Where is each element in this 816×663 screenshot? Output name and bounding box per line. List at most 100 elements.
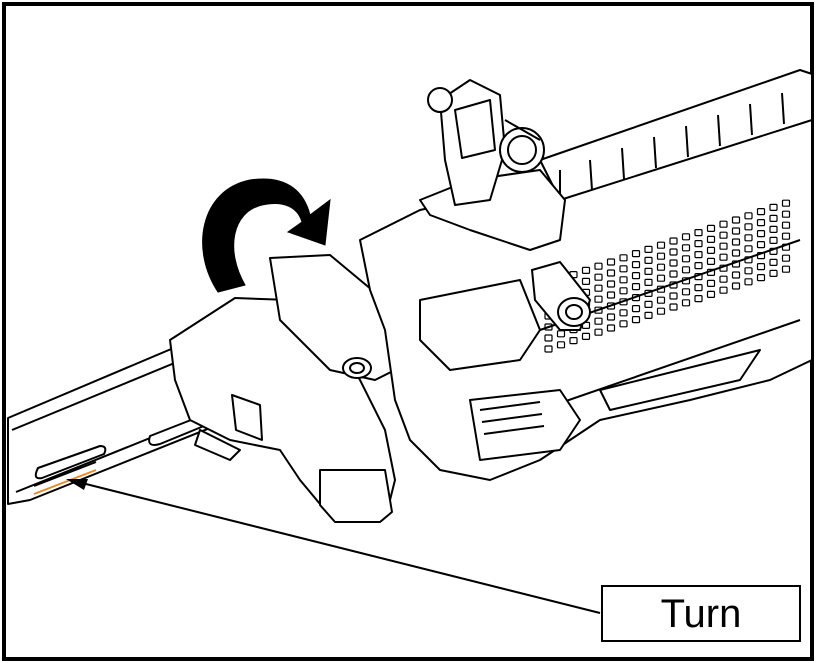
vent-hole bbox=[694, 284, 703, 292]
vent-hole bbox=[706, 246, 716, 254]
vent-hole bbox=[619, 276, 628, 284]
vent-hole bbox=[606, 313, 616, 321]
orange-mark bbox=[33, 469, 97, 495]
vent-hole bbox=[681, 277, 691, 285]
vent-hole bbox=[769, 247, 778, 255]
vent-hole bbox=[644, 300, 653, 308]
vent-hole bbox=[581, 266, 591, 274]
vent-hole bbox=[744, 234, 753, 242]
vent-hole bbox=[606, 324, 616, 332]
vent-hole bbox=[706, 290, 716, 298]
vent-hole bbox=[719, 275, 728, 283]
vent-hole bbox=[756, 219, 766, 227]
vent-hole bbox=[744, 212, 753, 220]
vent-hole bbox=[731, 260, 741, 268]
vent-hole bbox=[769, 269, 778, 277]
vent-hole bbox=[681, 288, 691, 296]
vent-hole bbox=[781, 254, 791, 262]
vent-hole bbox=[719, 264, 728, 272]
vent-hole bbox=[606, 280, 616, 288]
vent-hole bbox=[706, 279, 716, 287]
vent-hole bbox=[631, 272, 641, 280]
side-knob bbox=[530, 260, 592, 331]
vent-hole bbox=[606, 258, 616, 266]
vent-hole bbox=[756, 241, 766, 249]
vent-hole bbox=[594, 295, 603, 303]
vent-hole bbox=[619, 287, 628, 295]
vent-hole bbox=[719, 286, 728, 294]
vent-hole bbox=[681, 233, 691, 241]
vent-hole bbox=[694, 262, 703, 270]
vent-hole bbox=[656, 241, 666, 249]
vent-hole bbox=[744, 278, 753, 286]
vent-hole bbox=[669, 303, 678, 311]
vent-hole bbox=[706, 224, 716, 232]
vent-hole bbox=[694, 229, 703, 237]
hinge-block bbox=[169, 254, 396, 523]
vent-hole bbox=[594, 284, 603, 292]
vent-hole bbox=[669, 248, 678, 256]
vent-hole bbox=[619, 320, 628, 328]
vent-hole bbox=[594, 328, 603, 336]
vent-hole bbox=[656, 263, 666, 271]
vent-hole bbox=[581, 332, 591, 340]
vent-hole bbox=[594, 306, 603, 314]
vent-hole bbox=[781, 221, 791, 229]
vent-hole bbox=[669, 270, 678, 278]
vent-hole bbox=[781, 243, 791, 251]
vent-hole bbox=[569, 337, 578, 345]
vent-hole bbox=[594, 317, 603, 325]
vent-hole bbox=[756, 274, 766, 282]
vent-hole bbox=[606, 302, 616, 310]
vent-hole bbox=[731, 282, 741, 290]
vent-hole bbox=[669, 259, 678, 267]
vent-hole bbox=[656, 274, 666, 282]
curved-arrow-icon bbox=[202, 178, 331, 293]
vent-hole bbox=[544, 323, 553, 331]
vent-hole bbox=[681, 255, 691, 263]
vent-hole bbox=[631, 305, 641, 313]
vent-hole bbox=[644, 256, 653, 264]
vent-hole bbox=[644, 245, 653, 253]
vent-hole bbox=[781, 210, 791, 218]
vent-hole bbox=[706, 235, 716, 243]
vent-hole bbox=[606, 269, 616, 277]
vent-hole bbox=[769, 214, 778, 222]
vent-hole bbox=[681, 266, 691, 274]
vent-hole bbox=[656, 296, 666, 304]
vent-hole bbox=[719, 231, 728, 239]
vent-hole bbox=[631, 316, 641, 324]
vent-hole bbox=[744, 256, 753, 264]
vent-hole bbox=[631, 261, 641, 269]
vent-hole bbox=[731, 216, 741, 224]
rear-sight bbox=[419, 79, 566, 251]
vent-hole bbox=[694, 251, 703, 259]
vent-hole bbox=[619, 309, 628, 317]
vent-hole bbox=[756, 263, 766, 271]
vent-hole bbox=[681, 299, 691, 307]
vent-hole bbox=[681, 244, 691, 252]
vent-hole bbox=[694, 240, 703, 248]
vent-hole bbox=[744, 223, 753, 231]
vent-hole bbox=[756, 230, 766, 238]
vent-hole bbox=[644, 278, 653, 286]
vent-hole bbox=[769, 258, 778, 266]
vent-hole bbox=[719, 253, 728, 261]
vent-hole bbox=[669, 292, 678, 300]
vent-hole bbox=[756, 252, 766, 260]
vent-hole bbox=[644, 311, 653, 319]
vent-hole bbox=[644, 267, 653, 275]
turn-callout-label: Turn bbox=[660, 591, 742, 636]
vent-hole bbox=[619, 298, 628, 306]
vent-hole bbox=[669, 281, 678, 289]
vent-hole bbox=[744, 245, 753, 253]
vent-hole bbox=[544, 345, 553, 353]
vent-hole bbox=[769, 203, 778, 211]
vent-hole bbox=[619, 265, 628, 273]
vent-hole bbox=[694, 295, 703, 303]
vent-hole bbox=[744, 267, 753, 275]
vent-hole bbox=[656, 307, 666, 315]
vent-hole bbox=[781, 232, 791, 240]
vent-hole bbox=[731, 249, 741, 257]
